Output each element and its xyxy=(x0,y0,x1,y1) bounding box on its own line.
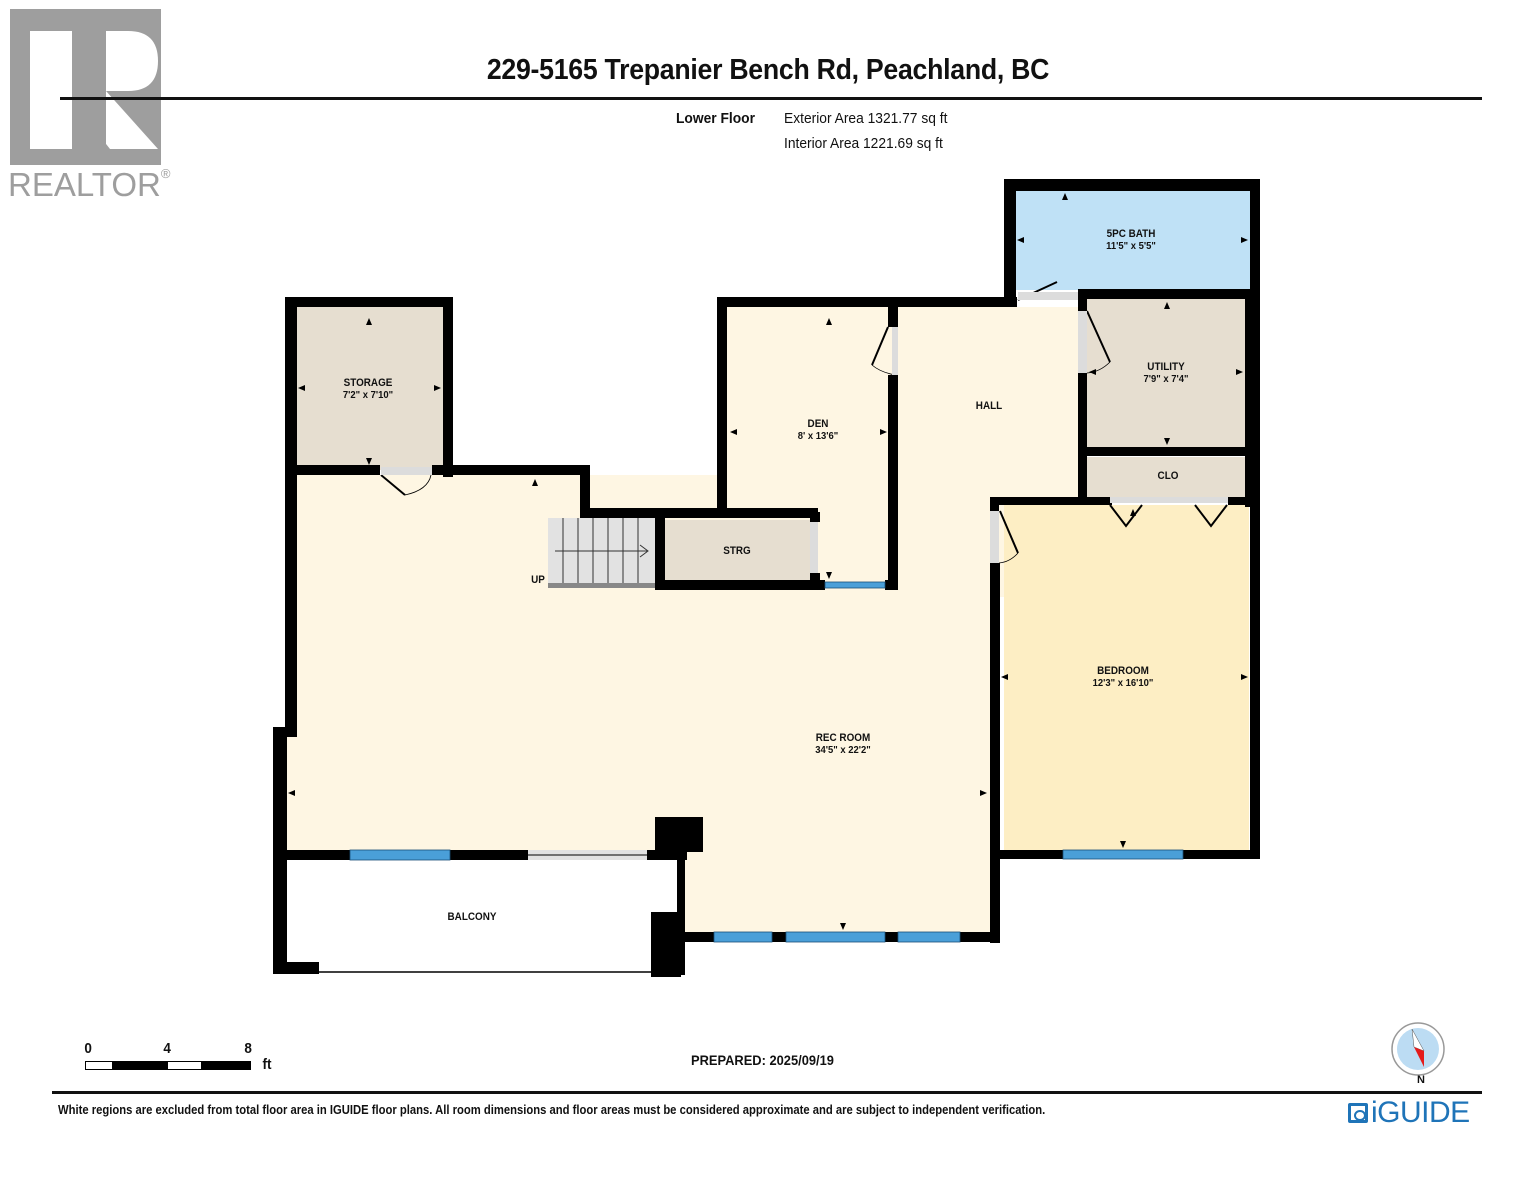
strg-area xyxy=(663,520,815,582)
bedroom-area xyxy=(1004,505,1249,850)
utility-area xyxy=(1087,298,1245,448)
room-strg: STRG xyxy=(723,545,751,557)
compass-north-label: N xyxy=(1417,1074,1425,1086)
compass-icon xyxy=(1391,1022,1445,1076)
interior-area: Interior Area 1221.69 sq ft xyxy=(784,135,943,152)
disclaimer: White regions are excluded from total fl… xyxy=(58,1103,1046,1117)
iguide-logo: iGUIDE xyxy=(1348,1096,1470,1130)
exterior-area: Exterior Area 1321.77 sq ft xyxy=(784,110,948,127)
stairs-up-label: UP xyxy=(531,574,545,586)
page-title: 229-5165 Trepanier Bench Rd, Peachland, … xyxy=(486,54,1050,86)
footer-divider xyxy=(52,1091,1482,1094)
stairs xyxy=(548,518,655,586)
prepared-date: PREPARED: 2025/09/19 xyxy=(691,1052,834,1068)
header-divider xyxy=(60,97,1482,100)
realtor-r-logo-icon xyxy=(30,31,158,149)
floor-label: Lower Floor xyxy=(676,110,755,127)
realtor-logo xyxy=(10,9,161,165)
realtor-wordmark: REALTOR® xyxy=(8,166,171,203)
room-closet: CLO xyxy=(1157,470,1179,482)
closet-area xyxy=(1087,457,1250,497)
iguide-camera-icon xyxy=(1348,1103,1368,1123)
bath-area xyxy=(1015,190,1251,290)
storage-area xyxy=(297,307,444,470)
room-balcony: BALCONY xyxy=(447,911,497,923)
room-hall: HALL xyxy=(975,400,1003,412)
scale-bar-graphic xyxy=(85,1061,251,1070)
